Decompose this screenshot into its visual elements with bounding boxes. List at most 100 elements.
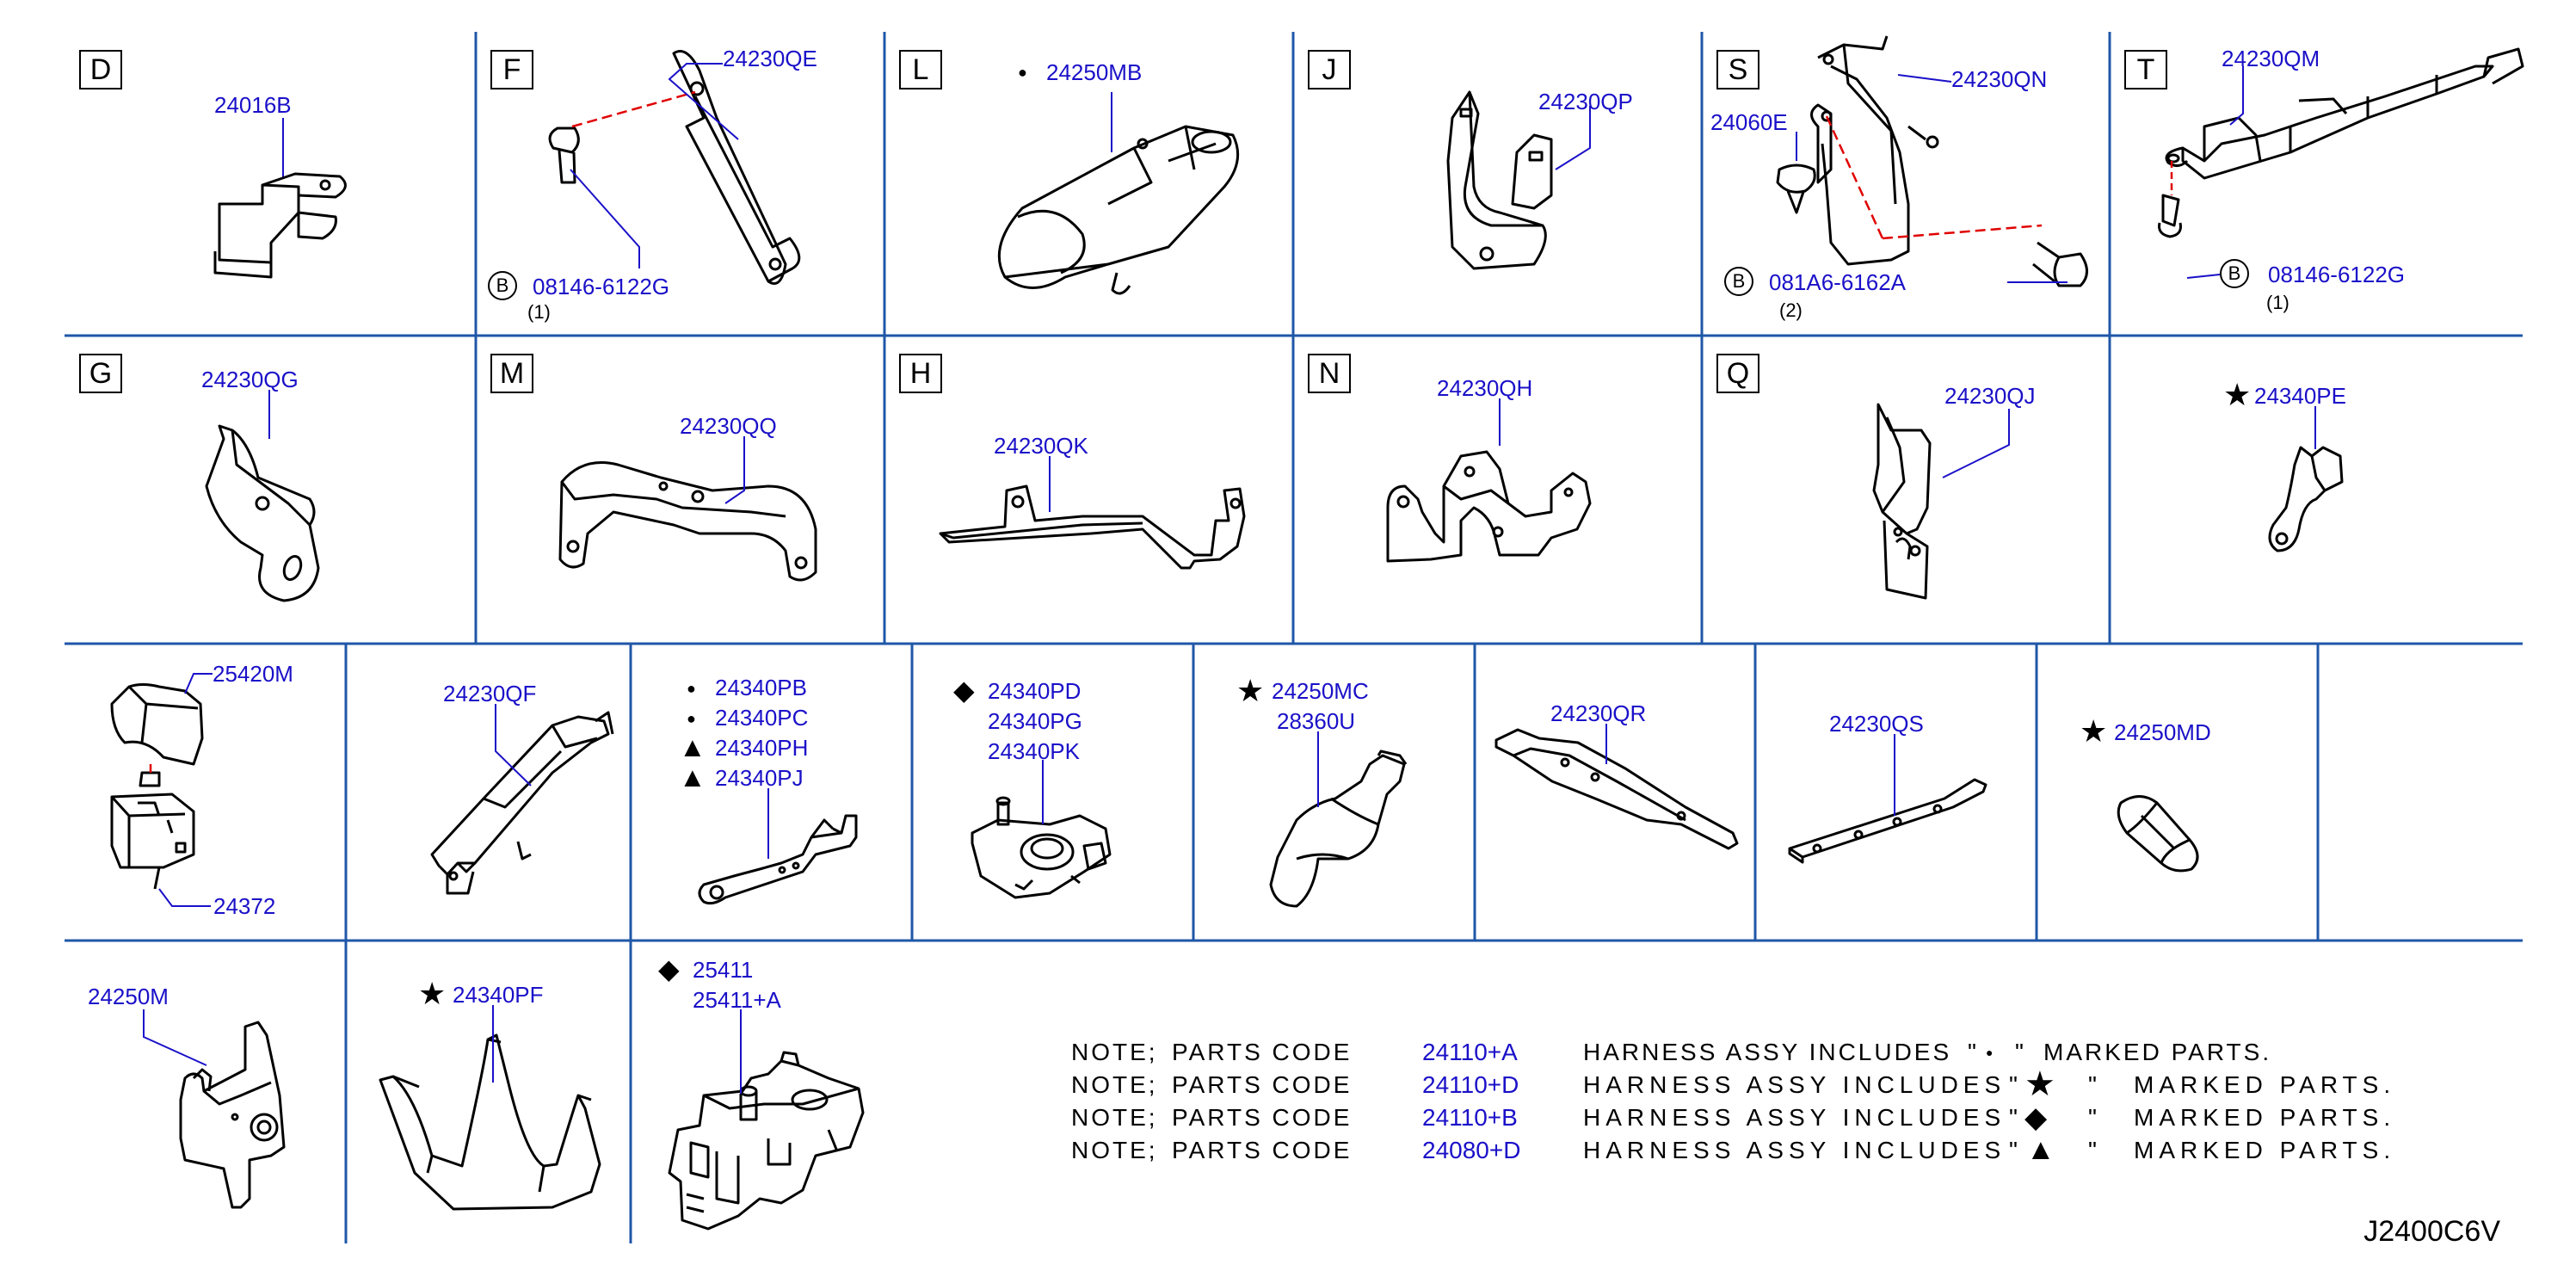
cell-r3c7: 24230QS [1755,644,2037,941]
cell-letter: N [1308,354,1351,393]
part-number-label[interactable]: 28360U [1277,708,1356,734]
part-number-label[interactable]: 24250MC [1272,678,1369,704]
part-number-label[interactable]: 081A6-6162A [1769,269,1907,295]
note-text: HARNESS ASSY INCLUDES [1583,1137,2006,1163]
part-number-label[interactable]: 24340PJ [715,765,804,791]
dot-mark: ● [1986,1046,1996,1059]
quote-mark: " [2009,1071,2020,1098]
part-number-label[interactable]: 24340PC [715,705,809,731]
quantity-label: (2) [1779,299,1803,321]
note-code[interactable]: 24110+B [1422,1104,1518,1131]
bracket-drawing [558,436,817,582]
cell-r4c1: 24250M [65,941,346,1243]
quote-mark: " [2009,1104,2020,1131]
part-number-label[interactable]: 24230QQ [680,413,777,439]
cell-letter: H [899,354,942,393]
bracket-drawing [2268,406,2344,552]
plate-drawing [1788,734,1987,864]
cell-letter: G [79,354,122,393]
cell-h: H 24230QK [884,336,1293,644]
part-number-label[interactable]: 24340PE [2254,383,2346,409]
part-number-label[interactable]: 24230QJ [1944,383,2036,409]
diagram-reference-code: J2400C6V [2363,1215,2500,1248]
note-prefix: NOTE; [1071,1071,1158,1098]
dot-mark: ● [687,710,696,727]
part-number-label[interactable]: 24340PH [715,735,809,761]
relay-drawing [110,673,213,907]
part-number-label[interactable]: 24340PK [988,738,1080,764]
quantity-label: (1) [2266,292,2289,313]
cell-letter: S [1716,50,1759,89]
connector-drawing [997,92,1240,295]
part-number-label[interactable]: 24016B [214,92,292,118]
note-text: MARKED PARTS. [2134,1137,2396,1163]
part-number-label[interactable]: 08146-6122G [2268,262,2406,287]
triangle-mark: ▲ [679,731,706,762]
part-number-label[interactable]: 24230QP [1538,89,1633,114]
part-number-label[interactable]: 24230QM [2222,46,2320,71]
part-number-label[interactable]: 24230QH [1437,375,1533,401]
bracket-drawing [143,1009,286,1209]
part-number-label[interactable]: 24340PG [988,708,1082,734]
cell-r3c4: ◆ 24340PD 24340PG 24340PK [912,644,1193,941]
diamond-mark: ◆ [953,675,975,706]
star-mark: ★ [1236,673,1265,708]
bracket-drawing [1872,403,2010,600]
cell-letter: Q [1716,354,1759,393]
cell-r4c3: ◆ 25411 25411+A [631,941,912,1243]
b-circle-label: B [2220,259,2249,288]
part-number-label[interactable]: 24060E [1710,109,1788,135]
quantity-label: (1) [527,301,551,323]
part-number-label[interactable]: 24250MD [2114,719,2211,745]
note-text: MARKED PARTS. [2043,1039,2272,1065]
part-number-label[interactable]: 08146-6122G [533,274,670,299]
cell-j: J 24230QP [1293,32,1702,336]
star-mark: ★ [418,976,447,1011]
cell-t: T 24230QM B 08146-6122G (1) [2110,32,2524,336]
bracket-drawing [205,390,320,602]
quote-mark: " [2088,1071,2099,1098]
cell-r3c1: 25420M 24372 [65,644,346,941]
note-code[interactable]: 24080+D [1422,1137,1521,1163]
part-number-label[interactable]: 24372 [213,893,276,919]
part-number-label[interactable]: 24340PB [715,675,807,700]
diamond-mark: ◆ [658,953,680,984]
part-number-label[interactable]: 25411 [693,957,754,983]
part-number-label[interactable]: 24230QK [994,433,1088,459]
diamond-mark: ◆ [2024,1101,2050,1134]
bracket-drawing [1494,724,1739,850]
note-code[interactable]: 24110+A [1422,1039,1518,1065]
part-number-label[interactable]: 24230QN [1951,66,2048,92]
part-number-label[interactable]: 24230QG [201,367,299,392]
part-number-label[interactable]: 24250MB [1046,59,1143,85]
bracket-drawing [430,704,614,895]
cell-letter: L [899,50,942,89]
part-number-label[interactable]: 25420M [213,661,293,687]
cell-g: G 24230QG [65,336,476,644]
part-number-label[interactable]: 24230QE [723,46,817,71]
cell-letter: T [2124,50,2167,89]
part-number-label[interactable]: 24340PD [988,678,1082,704]
part-number-label[interactable]: 24340PF [453,982,544,1008]
cell-d: D 24016B [65,32,476,336]
part-number-label[interactable]: 24230QS [1829,711,1924,737]
part-number-label[interactable]: 25411+A [693,987,781,1013]
bracket-drawing [1776,35,2088,287]
note-text: HARNESS ASSY INCLUDES [1583,1104,2006,1131]
note-prefix: NOTE; [1071,1039,1158,1065]
cell-m: M 24230QQ [476,336,884,644]
triangle-mark: ▲ [2026,1133,2058,1166]
bracket-drawing [698,788,858,905]
cell-f: F 24230QE B 08146-6122G (1) [476,32,884,336]
cell-pe: ★ 24340PE [2110,336,2523,644]
cell-r3c5: ★ 24250MC 28360U [1193,644,1475,941]
part-number-label[interactable]: 24230QR [1550,700,1647,726]
note-text: HARNESS ASSY INCLUDES [1583,1039,1952,1065]
note-code[interactable]: 24110+D [1422,1071,1519,1098]
note-prefix: NOTE; [1071,1137,1158,1163]
star-mark: ★ [2080,713,2108,749]
cell-letter: J [1308,50,1351,89]
part-number-label[interactable]: 24250M [88,984,169,1009]
part-number-label[interactable]: 24230QF [443,681,537,706]
